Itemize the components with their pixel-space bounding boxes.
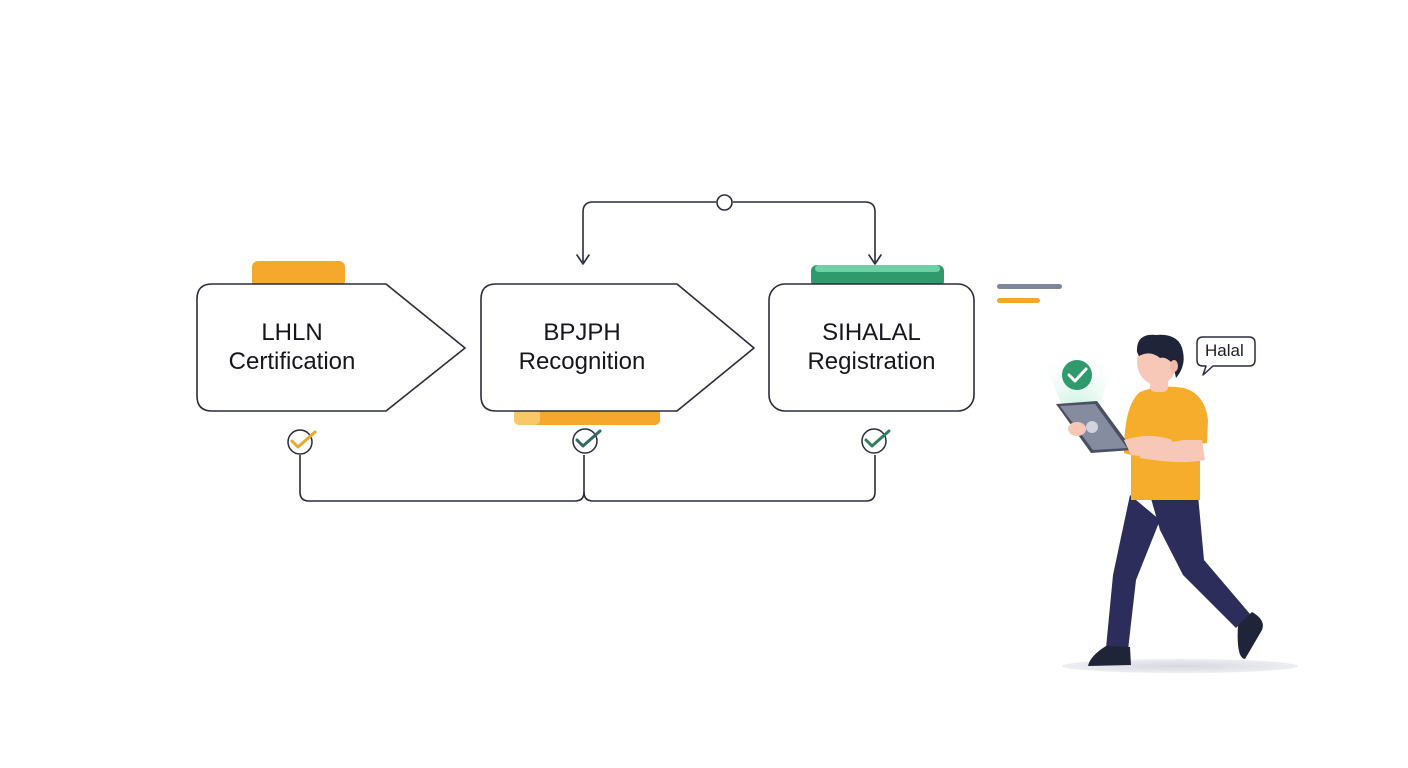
step-shape-lhln [196, 283, 466, 412]
checkmark-icon [864, 429, 891, 448]
step-label-sihalal: SIHALAL Registration [769, 318, 974, 376]
step-shape-bpjph [480, 283, 755, 412]
step-title-bpjph: BPJPH [543, 319, 621, 346]
tablet-icon [1056, 401, 1133, 453]
person-shoe-back [1088, 646, 1131, 666]
person-shoe-front [1237, 612, 1263, 659]
step-label-bpjph: BPJPH Recognition [482, 318, 682, 376]
person-hair [1136, 334, 1184, 378]
step-title-sihalal: SIHALAL [822, 319, 921, 346]
speech-bubble-text: Halal [1205, 341, 1244, 360]
check-badge-icon [1062, 360, 1092, 390]
top-loop-connector [582, 201, 876, 262]
person-arm-front [1124, 436, 1172, 457]
tab-yellow-step1 [252, 261, 345, 287]
person-back-leg [1106, 495, 1160, 650]
tab-yellow-step2-bottom [514, 408, 660, 425]
check-circle-2 [572, 428, 602, 454]
speech-bubble [1196, 336, 1256, 376]
loop-node [716, 194, 733, 211]
arrowhead-down-left [576, 254, 590, 265]
person-illustration [1033, 334, 1298, 673]
checkmark-icon [575, 429, 602, 448]
step-title-lhln: LHLN [261, 319, 323, 346]
tab-green-step3-highlight [815, 265, 940, 272]
step-label-lhln: LHLN Certification [197, 318, 387, 376]
step-shape-sihalal [768, 283, 975, 412]
arrowhead-down-right [868, 254, 882, 265]
decor-line-yellow [997, 298, 1040, 303]
decor-line-gray [997, 284, 1062, 289]
check-circle-1 [287, 429, 317, 455]
person-front-leg [1150, 495, 1250, 628]
person-hand [1068, 422, 1086, 436]
step-subtitle-lhln: Certification [228, 348, 356, 375]
checkmark-icon [290, 430, 317, 449]
check-circle-3 [861, 428, 891, 454]
tab-yellow-step2-bottom-light [514, 408, 540, 425]
bottom-connector [299, 455, 876, 502]
step-subtitle-bpjph: Recognition [518, 348, 646, 375]
step-subtitle-sihalal: Registration [807, 348, 936, 375]
person-ear [1170, 360, 1178, 372]
